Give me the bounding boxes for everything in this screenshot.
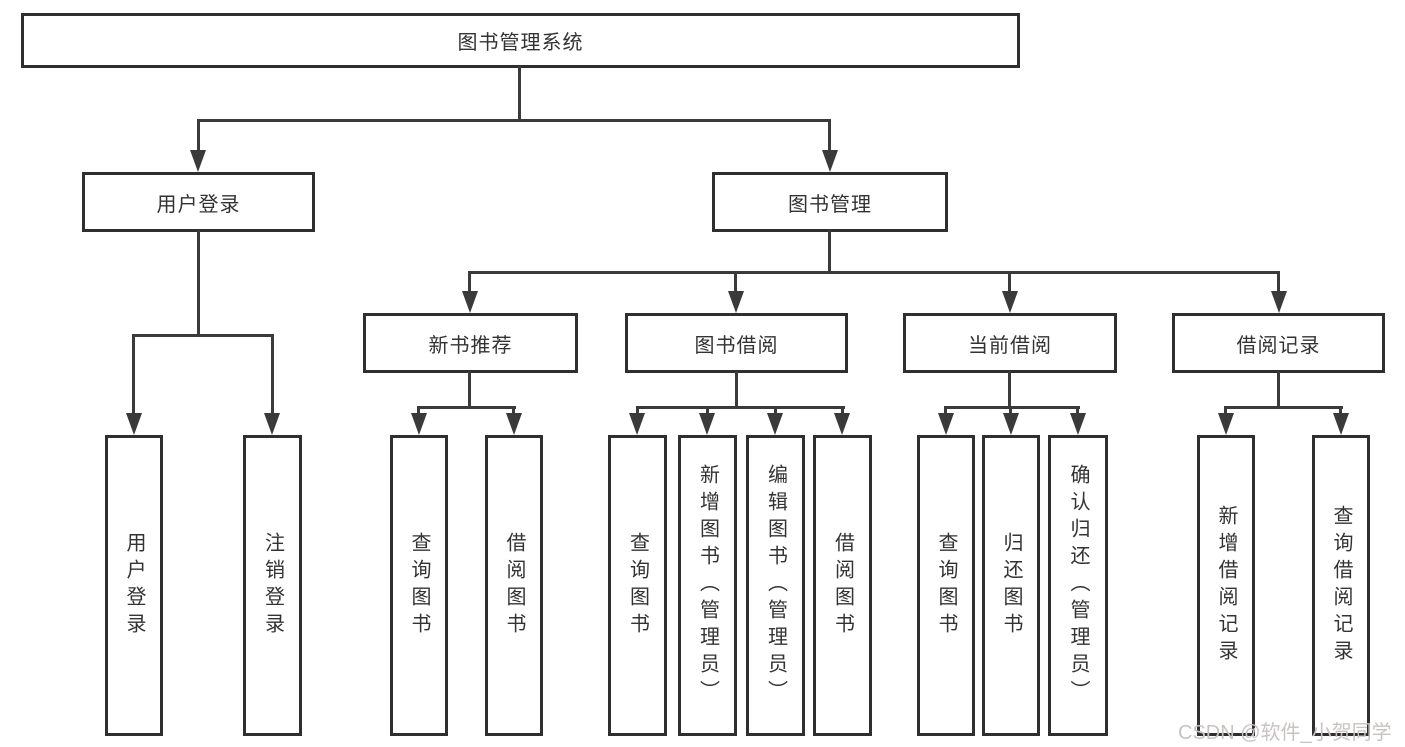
leaf-bb-add-books-admin: 新增图书（管理员） [678,435,737,736]
node-label: 注销登录 [261,531,284,640]
node-label: 归还图书 [1000,531,1022,640]
connector-nbr-arm2 [512,406,515,416]
connector-root-arm-right [828,119,831,153]
node-label: 新书推荐 [428,334,513,357]
connector-bookmgmt-hbar [468,271,1280,274]
leaf-br-query-record: 查询借阅记录 [1312,435,1370,736]
node-root: 图书管理系统 [21,13,1020,68]
leaf-bb-edit-books-admin: 编辑图书（管理员） [746,435,805,736]
connector-br-arm2 [1339,406,1342,416]
arrow-down-icon [1271,291,1287,313]
connector-bb-stem [735,371,738,409]
connector-bookmgmt-arm2 [734,271,737,293]
node-label: 查询图书 [626,531,649,640]
leaf-nbr-query-books: 查询图书 [390,435,448,736]
connector-userlogin-arm-left [132,334,135,416]
connector-bb-arm4 [841,406,844,416]
connector-bb-hbar [636,406,845,409]
node-label: 查询图书 [935,531,957,640]
connector-bookmgmt-stem [828,230,831,274]
node-label: 查询图书 [408,531,430,640]
leaf-nbr-borrow-books: 借阅图书 [485,435,543,736]
arrow-down-icon [1070,413,1086,435]
node-label: 借阅记录 [1236,334,1321,357]
arrow-down-icon [1218,413,1234,435]
arrow-down-icon [767,413,783,435]
node-new-book-recommend: 新书推荐 [363,313,578,373]
arrow-down-icon [938,413,954,435]
arrow-down-icon [411,413,427,435]
arrow-down-icon [1002,291,1018,313]
watermark-text: CSDN @软件_小贺同学 [1178,722,1392,744]
node-label: 新增借阅记录 [1215,504,1237,667]
connector-root-stem [518,66,521,122]
connector-cb-arm1 [944,406,947,416]
connector-br-stem [1277,371,1280,409]
node-label: 当前借阅 [968,334,1052,357]
connector-cb-arm3 [1076,406,1079,416]
node-label: 图书管理 [788,193,872,216]
connector-bookmgmt-arm3 [1008,271,1011,293]
node-label: 编辑图书（管理员） [764,464,787,707]
connector-cb-hbar [944,406,1080,409]
connector-bb-arm2 [706,406,709,416]
node-label: 借阅图书 [503,531,525,640]
connector-nbr-stem [468,371,471,409]
connector-bookmgmt-arm4 [1277,271,1280,293]
connector-br-arm1 [1224,406,1227,416]
leaf-br-add-record: 新增借阅记录 [1197,435,1255,736]
node-label: 确认归还（管理员） [1067,464,1089,707]
arrow-down-icon [264,413,280,435]
arrow-down-icon [1333,413,1349,435]
leaf-user-login: 用户登录 [105,435,163,736]
connector-bb-arm3 [774,406,777,416]
node-borrow-record: 借阅记录 [1172,313,1385,373]
arrow-down-icon [190,150,206,172]
connector-bookmgmt-arm1 [468,271,471,293]
connector-userlogin-hbar [132,334,274,337]
node-label: 图书借阅 [694,334,779,357]
arrow-down-icon [506,413,522,435]
arrow-down-icon [629,413,645,435]
connector-userlogin-stem [197,230,200,337]
node-label: 借阅图书 [831,531,854,640]
arrow-down-icon [834,413,850,435]
node-book-borrow: 图书借阅 [625,313,848,373]
leaf-cb-query-books: 查询图书 [917,435,975,736]
node-label: 用户登录 [156,193,241,216]
connector-userlogin-arm-right [271,334,274,416]
leaf-cb-confirm-return-admin: 确认归还（管理员） [1048,435,1108,736]
leaf-cb-return-books: 归还图书 [982,435,1040,736]
connector-bb-arm1 [636,406,639,416]
node-label: 查询借阅记录 [1330,504,1352,667]
arrow-down-icon [126,413,142,435]
node-user-login: 用户登录 [82,172,315,232]
connector-nbr-hbar [417,406,516,409]
connector-root-arm-left [197,119,200,153]
node-book-management: 图书管理 [712,172,948,232]
arrow-down-icon [728,291,744,313]
leaf-bb-query-books: 查询图书 [608,435,667,736]
connector-nbr-arm1 [417,406,420,416]
arrow-down-icon [699,413,715,435]
node-label: 用户登录 [123,531,145,640]
leaf-logout: 注销登录 [243,435,302,736]
node-current-borrow: 当前借阅 [903,313,1117,373]
connector-cb-arm2 [1009,406,1012,416]
node-label: 图书管理系统 [457,32,584,54]
arrow-down-icon [1003,413,1019,435]
arrow-down-icon [822,150,838,172]
connector-br-hbar [1224,406,1343,409]
connector-root-hbar [197,119,831,122]
node-label: 新增图书（管理员） [696,464,719,707]
arrow-down-icon [462,291,478,313]
connector-cb-stem [1008,371,1011,409]
leaf-bb-borrow-books: 借阅图书 [813,435,872,736]
